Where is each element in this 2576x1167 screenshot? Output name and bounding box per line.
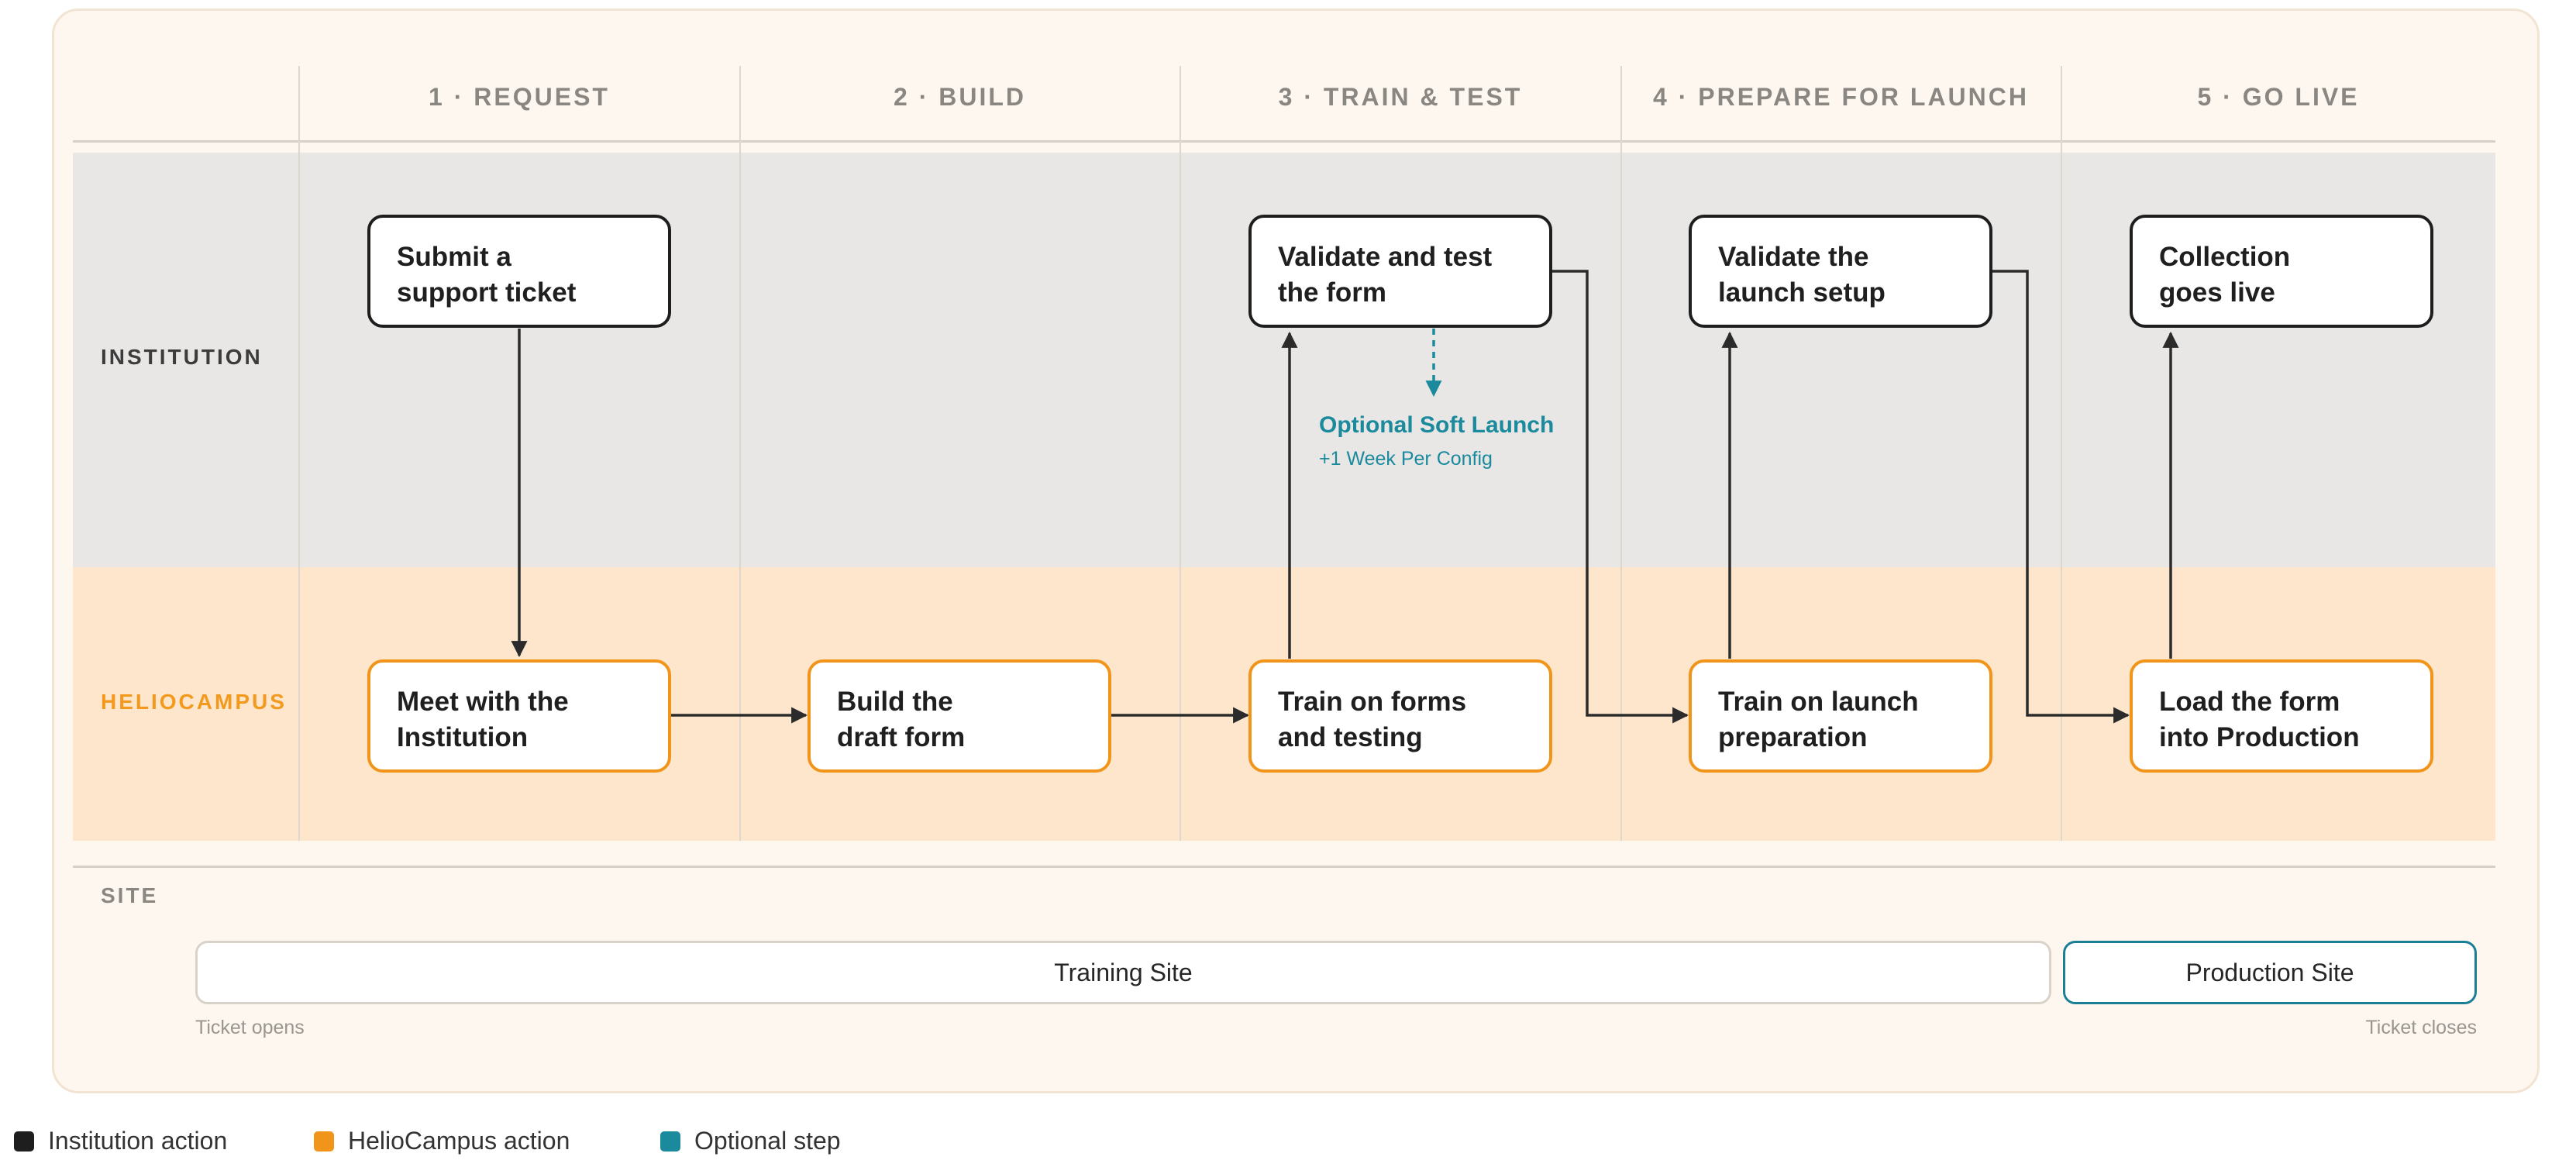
step-train-forms-testing: Train on forms and testing bbox=[1248, 659, 1552, 773]
phase-divider bbox=[298, 66, 300, 841]
phase-header-prepare-launch: 4 · PREPARE FOR LAUNCH bbox=[1653, 83, 2029, 111]
step-validate-test-form: Validate and test the form bbox=[1248, 215, 1552, 328]
step-text-line: and testing bbox=[1278, 722, 1423, 752]
production-site-bar: Production Site bbox=[2063, 941, 2477, 1004]
step-build-draft-form: Build the draft form bbox=[808, 659, 1111, 773]
step-validate-launch-setup: Validate the launch setup bbox=[1689, 215, 1992, 328]
legend-label: Optional step bbox=[694, 1127, 841, 1155]
phase-divider bbox=[1620, 66, 1622, 841]
step-train-launch-preparation: Train on launch preparation bbox=[1689, 659, 1992, 773]
step-text-line: support ticket bbox=[397, 277, 577, 308]
arrow-validate-setup-to-load bbox=[1992, 270, 2130, 724]
legend-swatch-heliocampus bbox=[314, 1131, 334, 1152]
step-text-line: draft form bbox=[837, 722, 966, 752]
header-divider bbox=[73, 140, 2495, 143]
step-text-line: Collection bbox=[2159, 242, 2291, 272]
step-submit-ticket: Submit a support ticket bbox=[367, 215, 671, 328]
lane-label-site: SITE bbox=[101, 883, 159, 907]
step-text-line: preparation bbox=[1718, 722, 1868, 752]
step-text-line: Load the form bbox=[2159, 687, 2340, 717]
legend-swatch-optional bbox=[660, 1131, 680, 1152]
step-text-line: the form bbox=[1278, 277, 1386, 308]
step-text-line: Meet with the bbox=[397, 687, 569, 717]
legend-label: Institution action bbox=[48, 1127, 228, 1155]
step-text-line: goes live bbox=[2159, 277, 2275, 308]
lane-label-heliocampus: HELIOCAMPUS bbox=[101, 690, 287, 714]
legend-label: HelioCampus action bbox=[348, 1127, 570, 1155]
ticket-closes-note: Ticket closes bbox=[2365, 1017, 2477, 1038]
step-text-line: Submit a bbox=[397, 242, 511, 272]
arrow-validate-to-train-launch bbox=[1551, 270, 1689, 724]
step-text-line: Validate and test bbox=[1278, 242, 1493, 272]
step-meet-institution: Meet with the Institution bbox=[367, 659, 671, 773]
step-text-line: Institution bbox=[397, 722, 529, 752]
phase-header-build: 2 · BUILD bbox=[894, 83, 1026, 111]
phase-header-go-live: 5 · GO LIVE bbox=[2197, 83, 2360, 111]
step-text-line: Validate the bbox=[1718, 242, 1869, 272]
phase-header-request: 1 · REQUEST bbox=[429, 83, 610, 111]
step-collection-goes-live: Collection goes live bbox=[2130, 215, 2433, 328]
step-text-line: Train on launch bbox=[1718, 687, 1919, 717]
step-text-line: Build the bbox=[837, 687, 953, 717]
optional-soft-launch-title: Optional Soft Launch bbox=[1319, 412, 1555, 438]
step-text-line: Train on forms bbox=[1278, 687, 1467, 717]
optional-soft-launch-subtitle: +1 Week Per Config bbox=[1319, 448, 1493, 470]
step-text-line: into Production bbox=[2159, 722, 2360, 752]
step-load-into-production: Load the form into Production bbox=[2130, 659, 2433, 773]
step-text-line: launch setup bbox=[1718, 277, 1886, 308]
phase-divider bbox=[1180, 66, 1181, 841]
phase-header-train-test: 3 · TRAIN & TEST bbox=[1278, 83, 1523, 111]
phase-divider bbox=[739, 66, 741, 841]
lane-label-institution: INSTITUTION bbox=[101, 345, 263, 369]
legend-swatch-institution bbox=[14, 1131, 34, 1152]
training-site-bar: Training Site bbox=[195, 941, 2051, 1004]
phase-divider bbox=[2061, 66, 2062, 841]
site-divider bbox=[73, 866, 2495, 868]
ticket-opens-note: Ticket opens bbox=[195, 1017, 305, 1038]
